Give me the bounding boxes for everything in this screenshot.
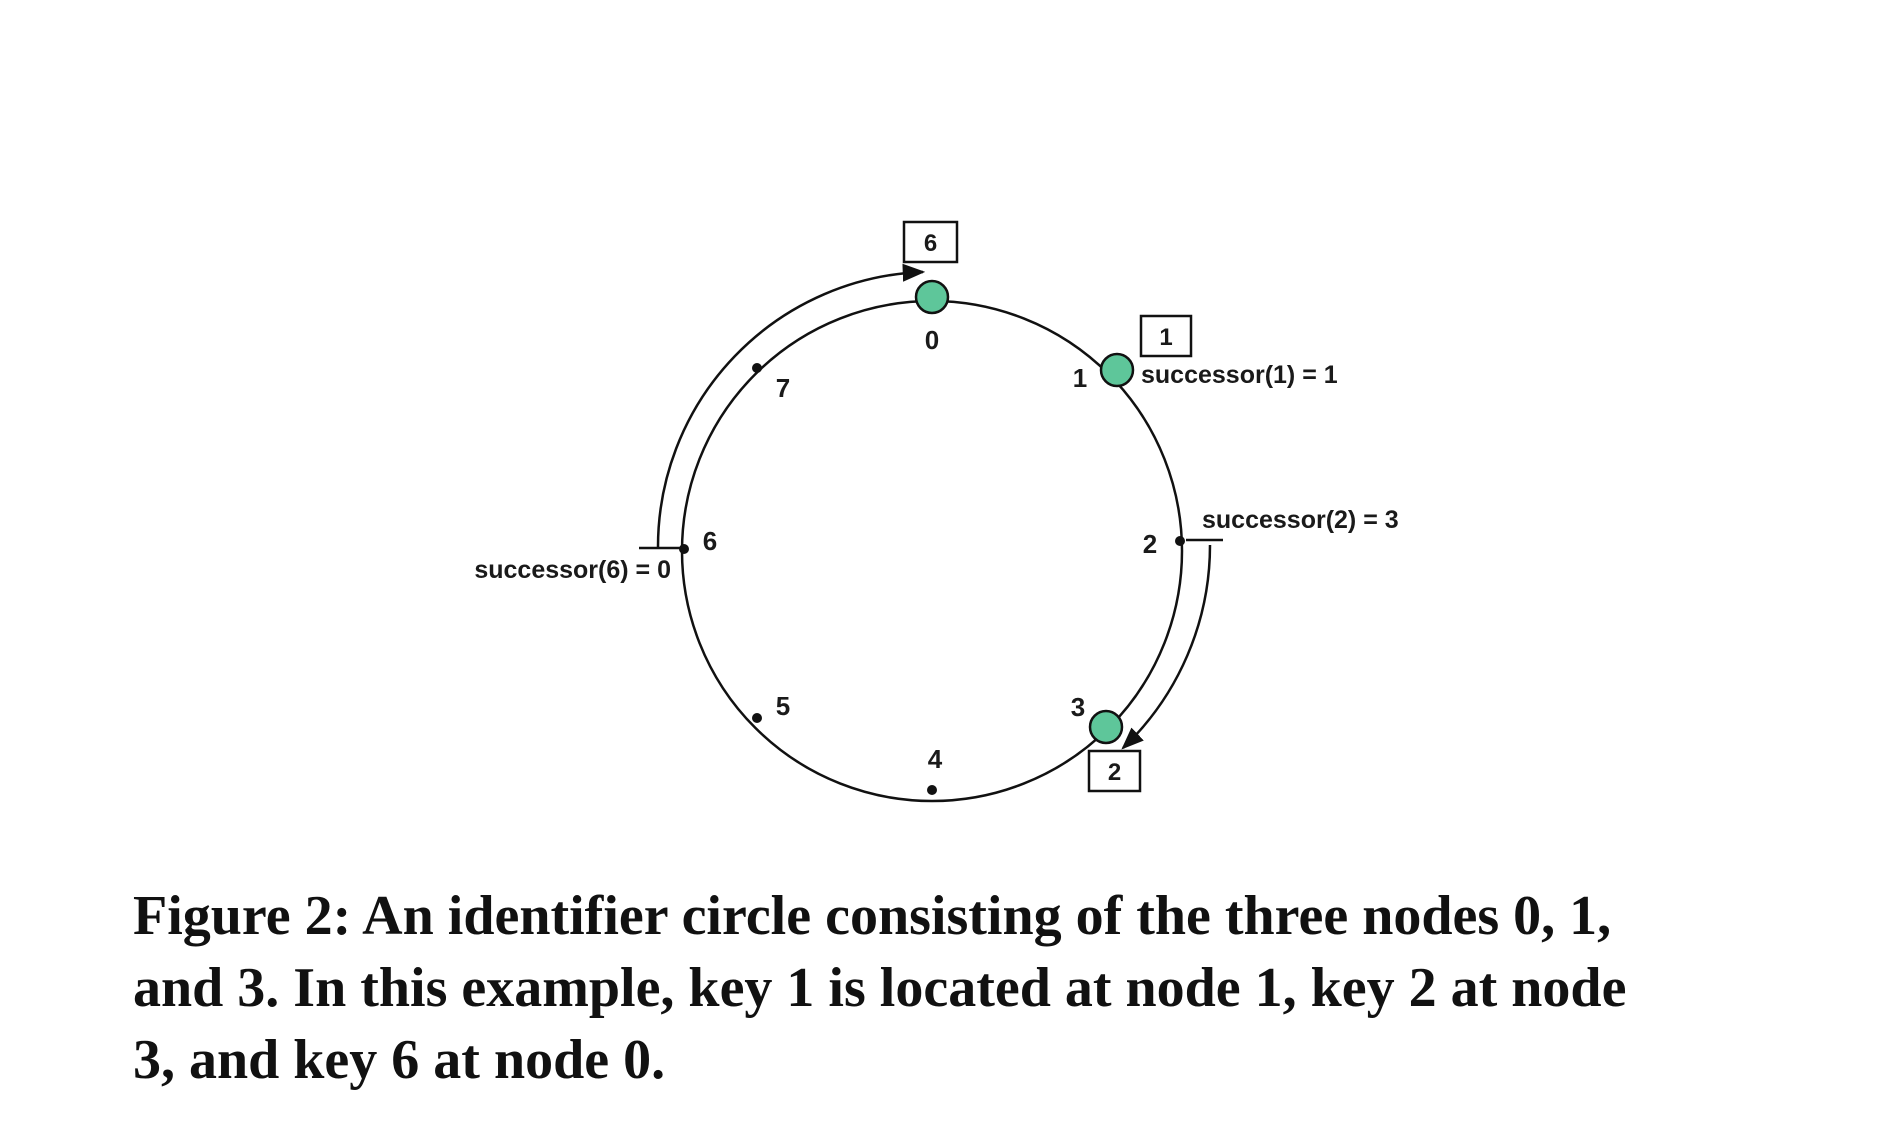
key-label-6: 6 <box>924 230 937 257</box>
successor-1-label: successor(1) = 1 <box>1141 361 1338 389</box>
identifier-dot-4 <box>927 785 937 795</box>
identifier-label-6: 6 <box>703 526 717 556</box>
figure-caption: Figure 2: An identifier circle consistin… <box>133 880 1753 1096</box>
identifier-label-7: 7 <box>776 373 790 403</box>
key-label-1: 1 <box>1159 324 1172 351</box>
node-1 <box>1099 352 1135 388</box>
identifier-dot-6 <box>679 544 689 554</box>
caption-line-3: 3, and key 6 at node 0. <box>133 1029 666 1091</box>
identifier-label-2: 2 <box>1143 529 1157 559</box>
identifier-label-0: 0 <box>925 325 939 355</box>
identifier-dot-5 <box>752 713 762 723</box>
node-0 <box>914 279 950 315</box>
identifier-dot-7 <box>752 363 762 373</box>
successor-arc-6-to-0 <box>656 263 926 549</box>
key-box-6: 6 <box>902 220 959 264</box>
identifier-dot-2 <box>1175 536 1185 546</box>
successor-2-label: successor(2) = 3 <box>1202 506 1399 534</box>
successor-arc-2-to-3 <box>1121 544 1212 750</box>
key-box-1: 1 <box>1139 314 1193 358</box>
identifier-label-1: 1 <box>1073 363 1087 393</box>
caption-line-1: Figure 2: An identifier circle consistin… <box>133 885 1612 947</box>
key-box-2: 2 <box>1087 749 1142 793</box>
successor-6-label: successor(6) = 0 <box>474 556 671 584</box>
key-label-2: 2 <box>1108 759 1121 786</box>
identifier-label-5: 5 <box>776 691 790 721</box>
identifier-label-4: 4 <box>928 744 943 774</box>
identifier-label-3: 3 <box>1071 692 1085 722</box>
node-3 <box>1088 709 1124 745</box>
caption-line-2: and 3. In this example, key 1 is located… <box>133 957 1627 1019</box>
